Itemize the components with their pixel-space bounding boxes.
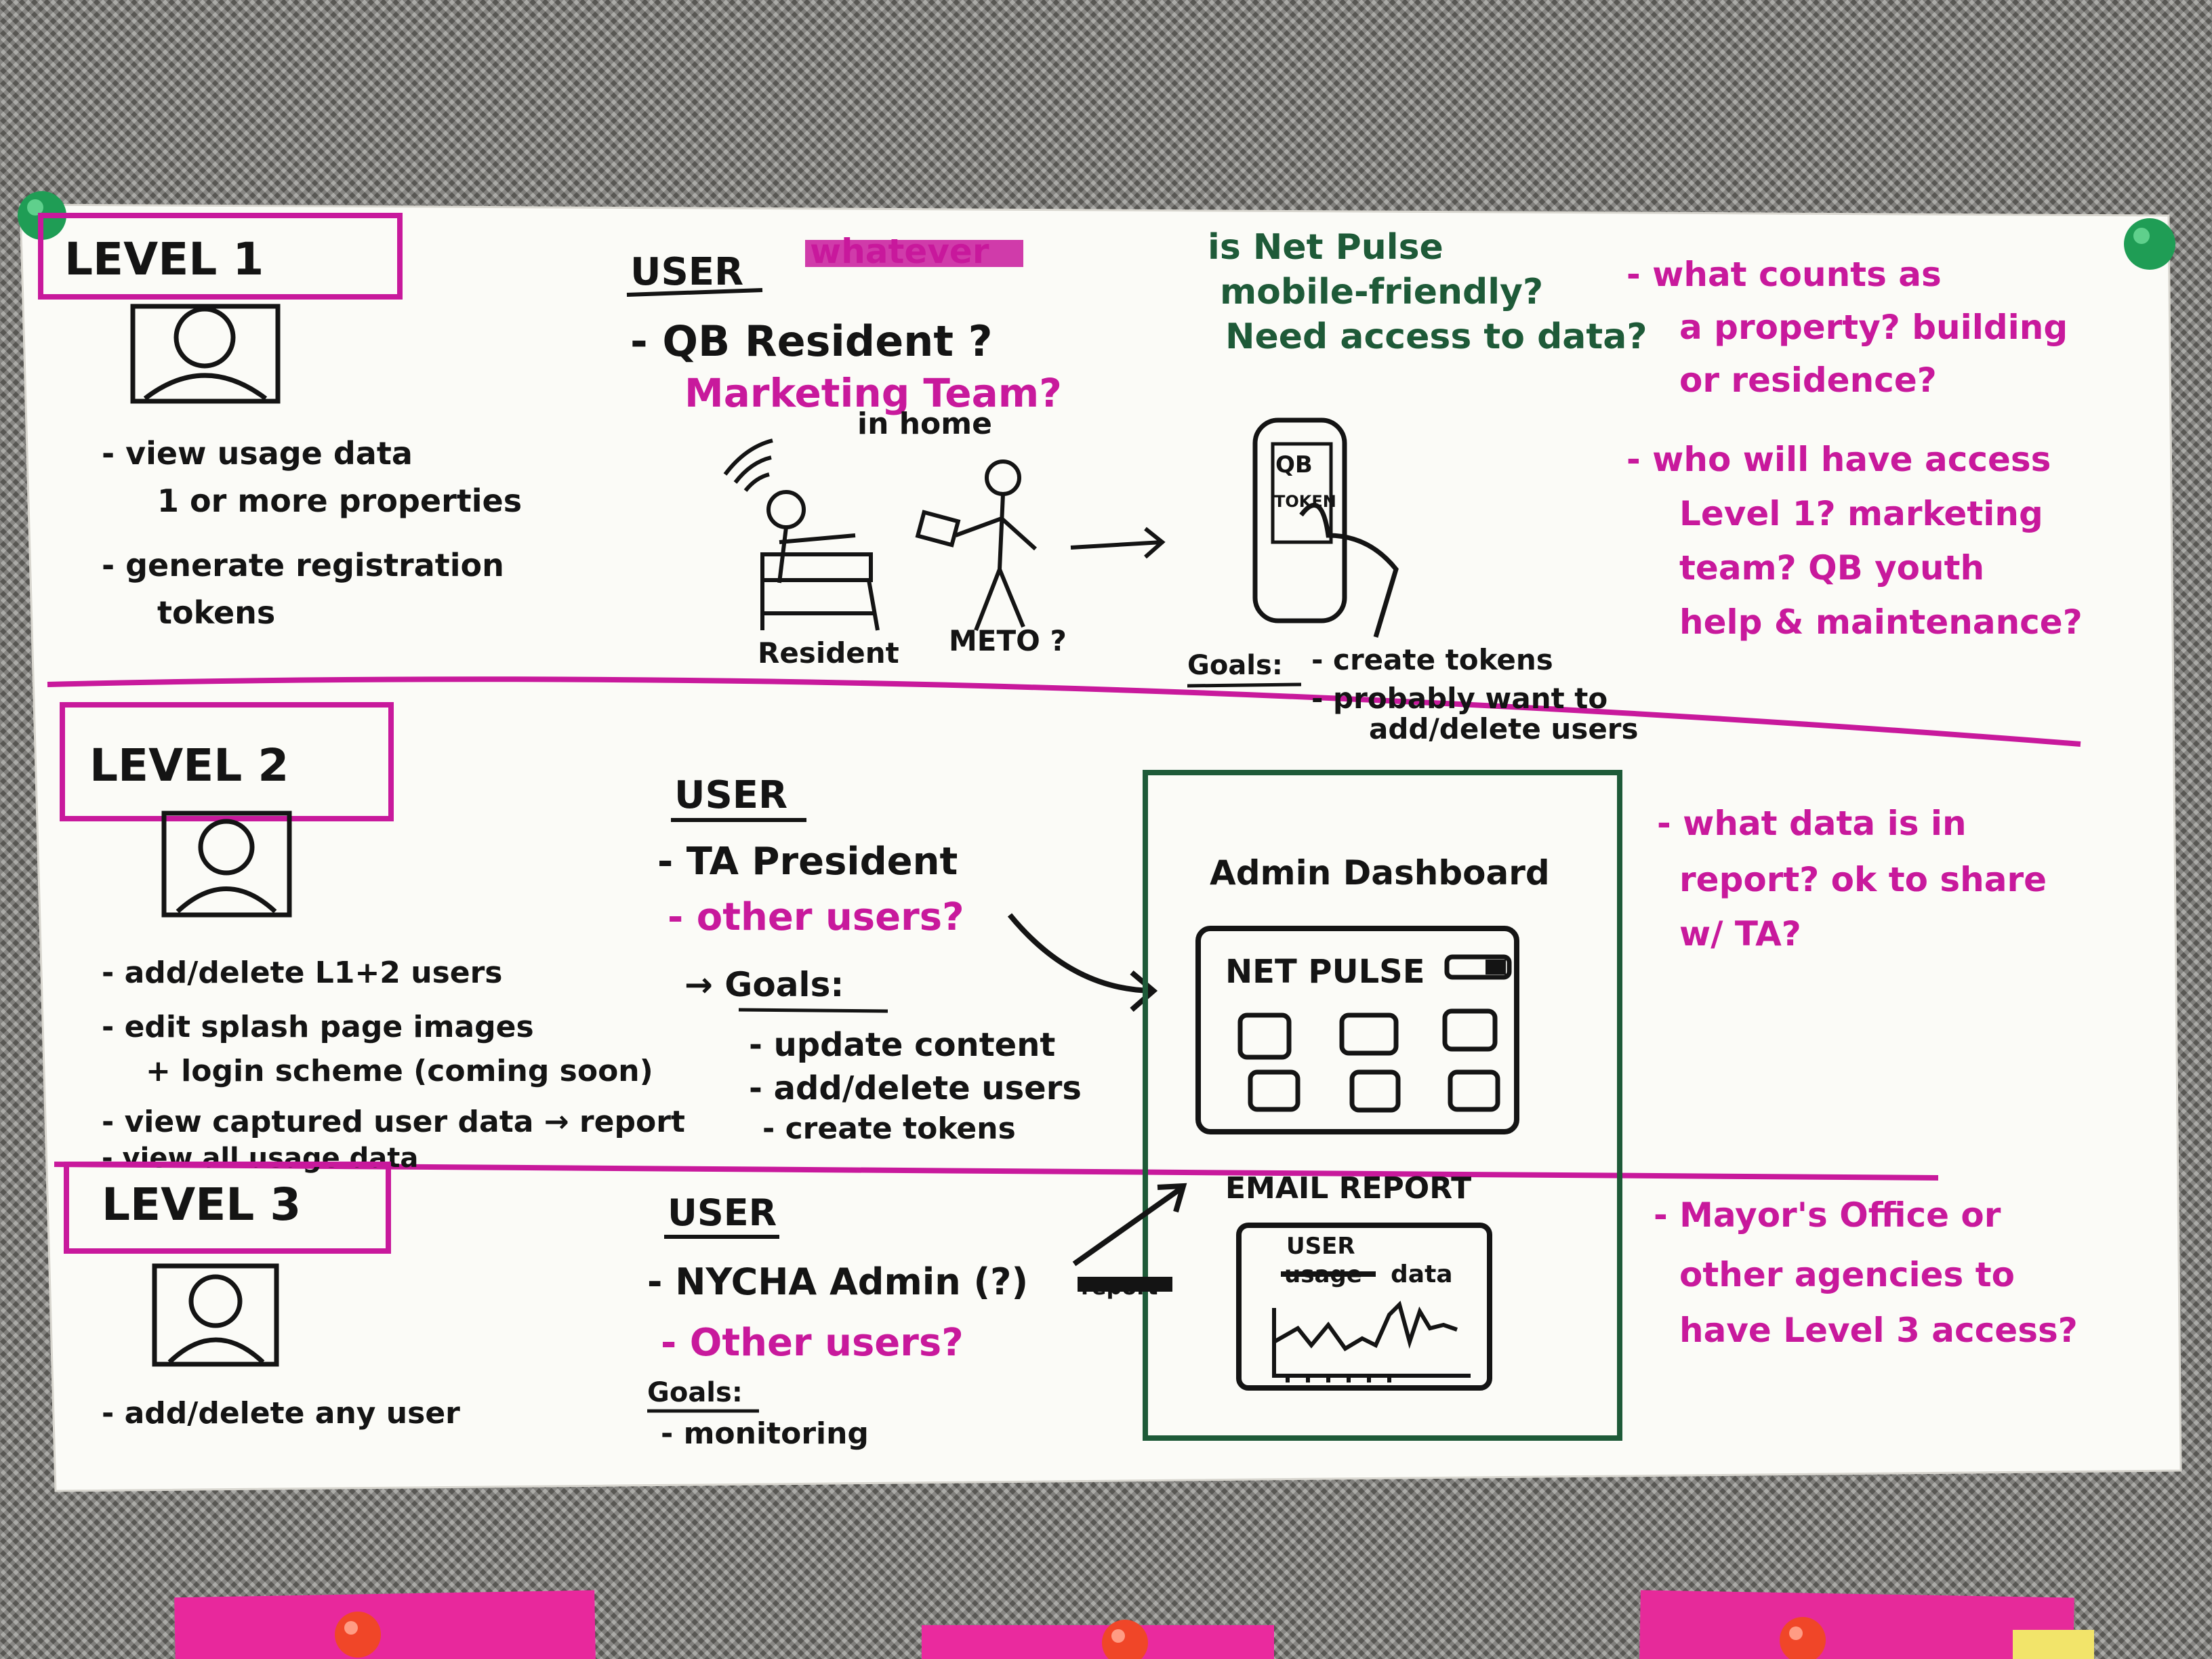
resident-figure <box>760 490 880 631</box>
level-2-bullet: - view all usage data <box>102 1143 418 1174</box>
user-avatar-icon <box>130 304 281 404</box>
user-avatar-icon <box>152 1263 279 1367</box>
dashboard-title: Admin Dashboard <box>1210 853 1550 893</box>
user-avatar-icon <box>161 811 292 918</box>
level-1-title-box <box>38 213 403 300</box>
report-chart-box <box>1236 1223 1492 1391</box>
green-device-frame <box>1143 770 1622 1441</box>
level-2-bullet: - view captured user data → report <box>102 1105 685 1139</box>
level-2-question: report? ok to share <box>1679 860 2047 899</box>
arrow-icon <box>1070 527 1166 559</box>
level-3-question: - Mayor's Office or <box>1654 1195 2001 1235</box>
green-question: mobile-friendly? <box>1220 272 1543 312</box>
level-3-title-box <box>64 1162 391 1254</box>
dashboard-tile <box>1349 1069 1401 1113</box>
report-title: EMAIL REPORT <box>1225 1171 1471 1206</box>
level-2-goals-label: → Goals: <box>684 965 844 1004</box>
arrow-icon <box>1072 1183 1187 1267</box>
level-1-at-home: in home <box>857 407 992 441</box>
level-3-bullet: - add/delete any user <box>102 1396 460 1431</box>
push-pin-icon <box>1780 1617 1826 1659</box>
level-1-bullet: tokens <box>157 594 275 631</box>
level-3-question: have Level 3 access? <box>1679 1311 2078 1350</box>
level-1-other-users: Marketing Team? <box>684 370 1062 416</box>
level-1-title: LEVEL 1 <box>64 233 264 285</box>
dashboard-tile <box>1442 1008 1498 1052</box>
dashboard-tile <box>1248 1069 1300 1112</box>
scribble-out <box>1078 1277 1172 1292</box>
divider-line-1 <box>47 676 2081 747</box>
level-3-user-heading: USER <box>668 1191 777 1234</box>
level-1-goal: - create tokens <box>1311 643 1553 676</box>
phone-text-token: TOKEN <box>1274 492 1336 511</box>
level-2-goal: - update content <box>749 1026 1055 1064</box>
level-2-goal: - create tokens <box>762 1111 1016 1146</box>
level-2-other-users: - other users? <box>668 895 964 939</box>
level-1-user: - QB Resident ? <box>630 316 993 366</box>
push-pin-icon <box>2124 218 2175 270</box>
dashboard-tile <box>1237 1012 1292 1060</box>
sticky-note <box>2013 1630 2094 1659</box>
level-1-question: - who will have access <box>1626 440 2051 479</box>
level-1-user-underline <box>626 288 763 297</box>
wifi-icon <box>723 438 773 492</box>
resident-label: Resident <box>758 636 899 670</box>
level-1-goal: add/delete users <box>1369 712 1639 745</box>
level-1-user-heading: USER <box>630 250 743 294</box>
level-2-user-heading: USER <box>674 773 787 817</box>
report-label-data: data <box>1391 1261 1453 1288</box>
green-question: Need access to data? <box>1225 316 1647 357</box>
level-1-bullet: - generate registration <box>102 547 504 583</box>
level-1-question: - what counts as <box>1626 255 1942 294</box>
level-3-goals-label: Goals: <box>647 1377 743 1408</box>
dashboard-tile <box>1448 1069 1500 1112</box>
level-2-goal: - add/delete users <box>749 1069 1082 1107</box>
smartphone-icon: QB TOKEN <box>1252 417 1399 638</box>
sticky-note <box>174 1590 596 1659</box>
push-pin-icon <box>335 1612 381 1658</box>
level-1-question: a property? building <box>1679 308 2068 347</box>
level-3-question: other agencies to <box>1679 1255 2015 1294</box>
scribble-out <box>805 240 1023 267</box>
green-question: is Net Pulse <box>1208 227 1443 268</box>
level-3-other-users: - Other users? <box>661 1321 964 1365</box>
level-2-bullet: - add/delete L1+2 users <box>102 956 503 990</box>
level-2-title: LEVEL 2 <box>89 739 289 792</box>
toggle-knob <box>1486 960 1506 975</box>
arrow-icon <box>1007 913 1158 1012</box>
level-2-title-box <box>60 702 394 821</box>
level-2-question: w/ TA? <box>1679 914 1801 954</box>
level-2-bullet: - edit splash page images <box>102 1010 534 1044</box>
dashboard-brand: NET PULSE <box>1225 953 1425 991</box>
level-2-goals-underline <box>738 1008 888 1013</box>
level-1-question: Level 1? marketing <box>1679 494 2043 533</box>
level-1-question: team? QB youth <box>1679 548 1984 588</box>
phone-text-qb: QB <box>1275 451 1313 478</box>
level-1-bullet: - view usage data <box>102 435 413 472</box>
report-label-user: USER <box>1286 1233 1355 1260</box>
dashboard-tiles <box>1237 1008 1500 1113</box>
sticky-note <box>1639 1590 2074 1659</box>
helper-label: METO ? <box>949 624 1067 657</box>
dashboard-tile <box>1339 1012 1399 1056</box>
level-1-goals-underline <box>1187 682 1302 688</box>
dashboard-panel <box>1195 926 1519 1134</box>
level-3-title: LEVEL 3 <box>102 1179 301 1231</box>
level-1-question: help & maintenance? <box>1679 602 2083 642</box>
level-2-user: - TA President <box>657 840 958 884</box>
level-3-user: - NYCHA Admin (?) <box>647 1261 1028 1303</box>
push-pin-icon <box>1102 1620 1148 1659</box>
toggle-icon <box>1444 954 1512 980</box>
level-2-bullet: + login scheme (coming soon) <box>146 1054 653 1088</box>
level-1-goals-label: Goals: <box>1187 650 1283 681</box>
helper-figure <box>915 459 1038 632</box>
sticky-note <box>922 1625 1274 1659</box>
level-1-bullet: 1 or more properties <box>157 483 522 519</box>
level-2-question: - what data is in <box>1657 804 1967 843</box>
sparkline-chart-icon <box>1272 1300 1471 1382</box>
level-1-goal: - probably want to <box>1311 682 1607 715</box>
level-3-goal: - monitoring <box>661 1416 869 1451</box>
level-1-question: or residence? <box>1679 361 1937 400</box>
